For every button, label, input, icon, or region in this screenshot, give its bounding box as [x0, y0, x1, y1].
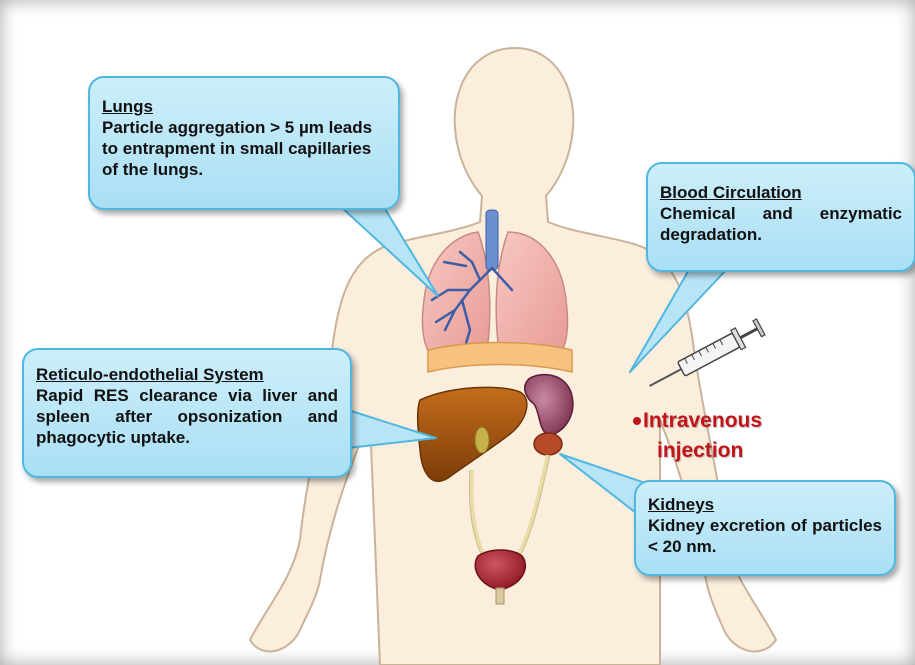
injection-line1: Intravenous [643, 409, 762, 432]
kidneys-callout-title: Kidneys [648, 494, 882, 515]
kidney-organ [534, 433, 562, 455]
bullet-icon [633, 417, 641, 425]
res-callout: Reticulo-endothelial System Rapid RES cl… [22, 348, 352, 478]
injection-line2: injection [633, 436, 762, 466]
intravenous-injection-label: Intravenous injection [633, 406, 762, 466]
res-callout-title: Reticulo-endothelial System [36, 364, 338, 385]
res-callout-body: Rapid RES clearance via liver and spleen… [36, 385, 338, 448]
lungs-callout-title: Lungs [102, 96, 386, 117]
kidneys-callout: Kidneys Kidney excretion of particles < … [634, 480, 896, 576]
blood-callout-body: Chemical and enzymatic degradation. [660, 203, 902, 245]
blood-circulation-callout: Blood Circulation Chemical and enzymatic… [646, 162, 915, 272]
blood-callout-title: Blood Circulation [660, 182, 902, 203]
lungs-callout-body: Particle aggregation > 5 µm leads to ent… [102, 117, 386, 180]
kidneys-callout-body: Kidney excretion of particles < 20 nm. [648, 515, 882, 557]
lungs-callout: Lungs Particle aggregation > 5 µm leads … [88, 76, 400, 210]
